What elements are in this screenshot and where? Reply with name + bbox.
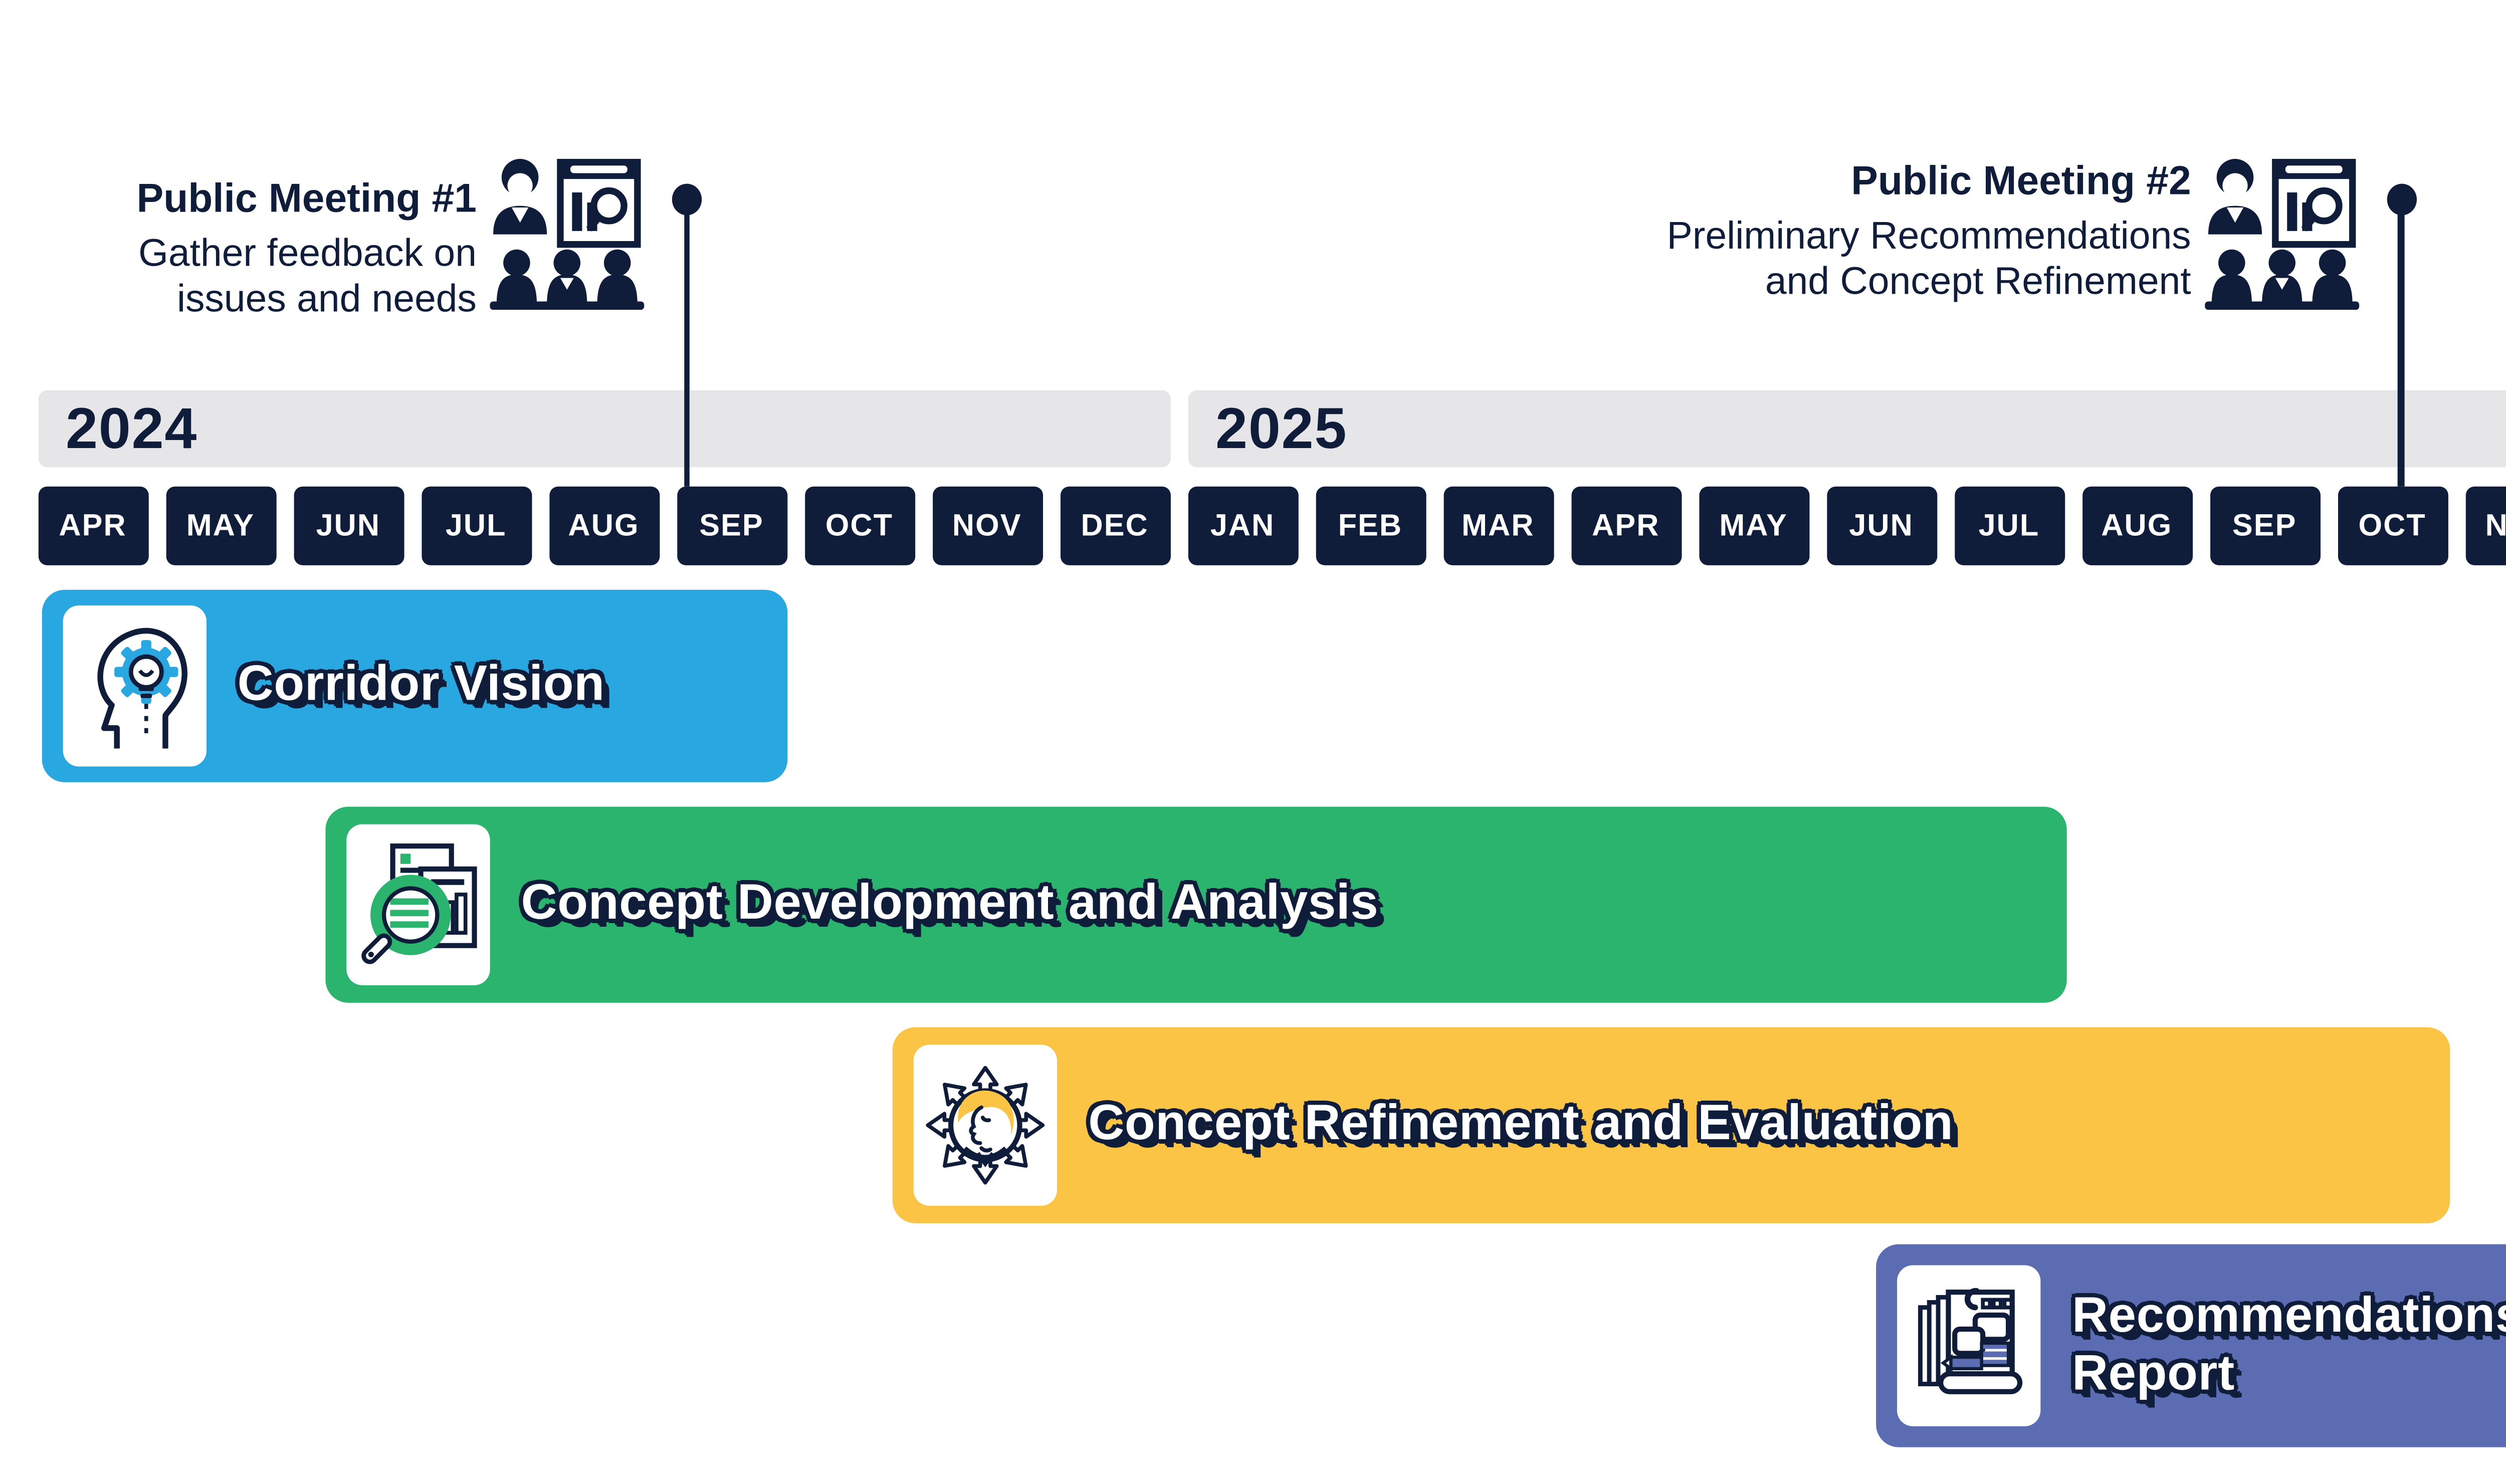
month-label: DEC: [1081, 507, 1149, 543]
face-direction-arrows-icon: [924, 1055, 1046, 1195]
month-cell-feb-10: FEB: [1315, 486, 1425, 565]
month-cell-sep-5: SEP: [676, 486, 787, 565]
meeting-subtitle-line: Gather feedback on: [138, 231, 477, 275]
month-label: JAN: [1210, 507, 1275, 543]
month-label: NOV: [2485, 508, 2506, 544]
month-label: MAY: [186, 507, 255, 543]
month-label: NOV: [952, 507, 1022, 543]
month-label: APR: [59, 507, 127, 543]
month-label: JUN: [1849, 507, 1914, 543]
month-label: JUN: [316, 507, 381, 543]
month-label: APR: [1592, 507, 1660, 543]
month-cell-apr-12: APR: [1570, 486, 1681, 565]
month-cell-mar-11: MAR: [1442, 486, 1553, 565]
month-cell-oct-6: OCT: [804, 486, 915, 565]
phase-label: Concept Refinement and Evaluation: [1088, 1096, 1954, 1153]
year-bar-2024: 2024: [38, 390, 1170, 468]
month-cell-oct-18: OCT: [2337, 486, 2448, 565]
meeting-marker-line: [683, 206, 690, 487]
month-cell-jul-15: JUL: [1954, 486, 2064, 565]
phase-icon-tile: [1897, 1265, 2041, 1426]
documents-magnifier-icon: [356, 835, 479, 975]
phase-bar-concept-development-and-analysis: Concept Development and Analysis: [325, 806, 2066, 1003]
month-label: FEB: [1338, 507, 1403, 543]
year-label: 2024: [65, 395, 198, 461]
month-cell-nov-19: NOV: [2465, 486, 2506, 565]
phase-bar-recommendations-and-report: Recommendations and Report: [1875, 1244, 2506, 1447]
month-label: AUG: [2101, 507, 2173, 543]
phase-label: Concept Development and Analysis: [521, 876, 1379, 932]
phase-label: Corridor Vision: [237, 657, 605, 713]
head-gear-bulb-icon: [73, 616, 195, 756]
month-label: MAY: [1719, 507, 1788, 543]
month-label: SEP: [699, 507, 764, 543]
month-label: AUG: [568, 507, 640, 543]
month-cell-may-1: MAY: [165, 486, 276, 565]
month-cell-jan-9: JAN: [1187, 486, 1298, 565]
month-cell-apr-0: APR: [38, 486, 148, 565]
meeting-marker-dot: [2386, 183, 2416, 216]
month-label: OCT: [825, 507, 894, 543]
meeting-title: Public Meeting #1: [136, 175, 477, 221]
month-cell-may-13: MAY: [1698, 486, 1809, 565]
month-cell-jun-2: JUN: [293, 486, 403, 565]
month-label: OCT: [2358, 507, 2426, 543]
phase-icon-tile: [62, 605, 206, 767]
month-cell-jul-3: JUL: [421, 486, 531, 565]
meeting-subtitle-line: and Concept Refinement: [1765, 259, 2191, 303]
meeting-marker-line: [2398, 206, 2404, 487]
phase-bar-corridor-vision: Corridor Vision: [41, 589, 788, 782]
meeting-marker-dot: [672, 183, 702, 216]
phase-icon-tile: [913, 1044, 1057, 1206]
phase-bar-concept-refinement-and-evaluation: Concept Refinement and Evaluation: [892, 1027, 2450, 1223]
month-cell-nov-7: NOV: [932, 486, 1042, 565]
month-cell-aug-4: AUG: [548, 486, 659, 565]
month-label: MAR: [1461, 507, 1535, 543]
month-cell-sep-17: SEP: [2209, 486, 2320, 565]
report-stack-icon: [1908, 1276, 2030, 1415]
month-cell-aug-16: AUG: [2081, 486, 2192, 565]
phase-label: Recommendations and Report: [2072, 1288, 2506, 1402]
year-bar-2025: 2025: [1187, 390, 2506, 468]
month-cell-jun-14: JUN: [1826, 486, 1937, 565]
year-label: 2025: [1215, 395, 1348, 461]
meeting-title: Public Meeting #2: [1851, 157, 2191, 203]
month-label: JUL: [1978, 507, 2040, 543]
meeting-subtitle-line: Preliminary Recommendations: [1666, 213, 2191, 258]
presenter-audience-icon: [487, 149, 648, 313]
phase-icon-tile: [346, 824, 490, 985]
month-label: JUL: [445, 507, 507, 543]
meeting-subtitle-line: issues and needs: [177, 276, 477, 320]
meeting-text: Public Meeting #2 Preliminary Recommendat…: [1667, 157, 2191, 304]
month-label: SEP: [2232, 507, 2297, 543]
month-cell-dec-8: DEC: [1060, 486, 1170, 565]
presenter-audience-icon: [2202, 149, 2363, 313]
